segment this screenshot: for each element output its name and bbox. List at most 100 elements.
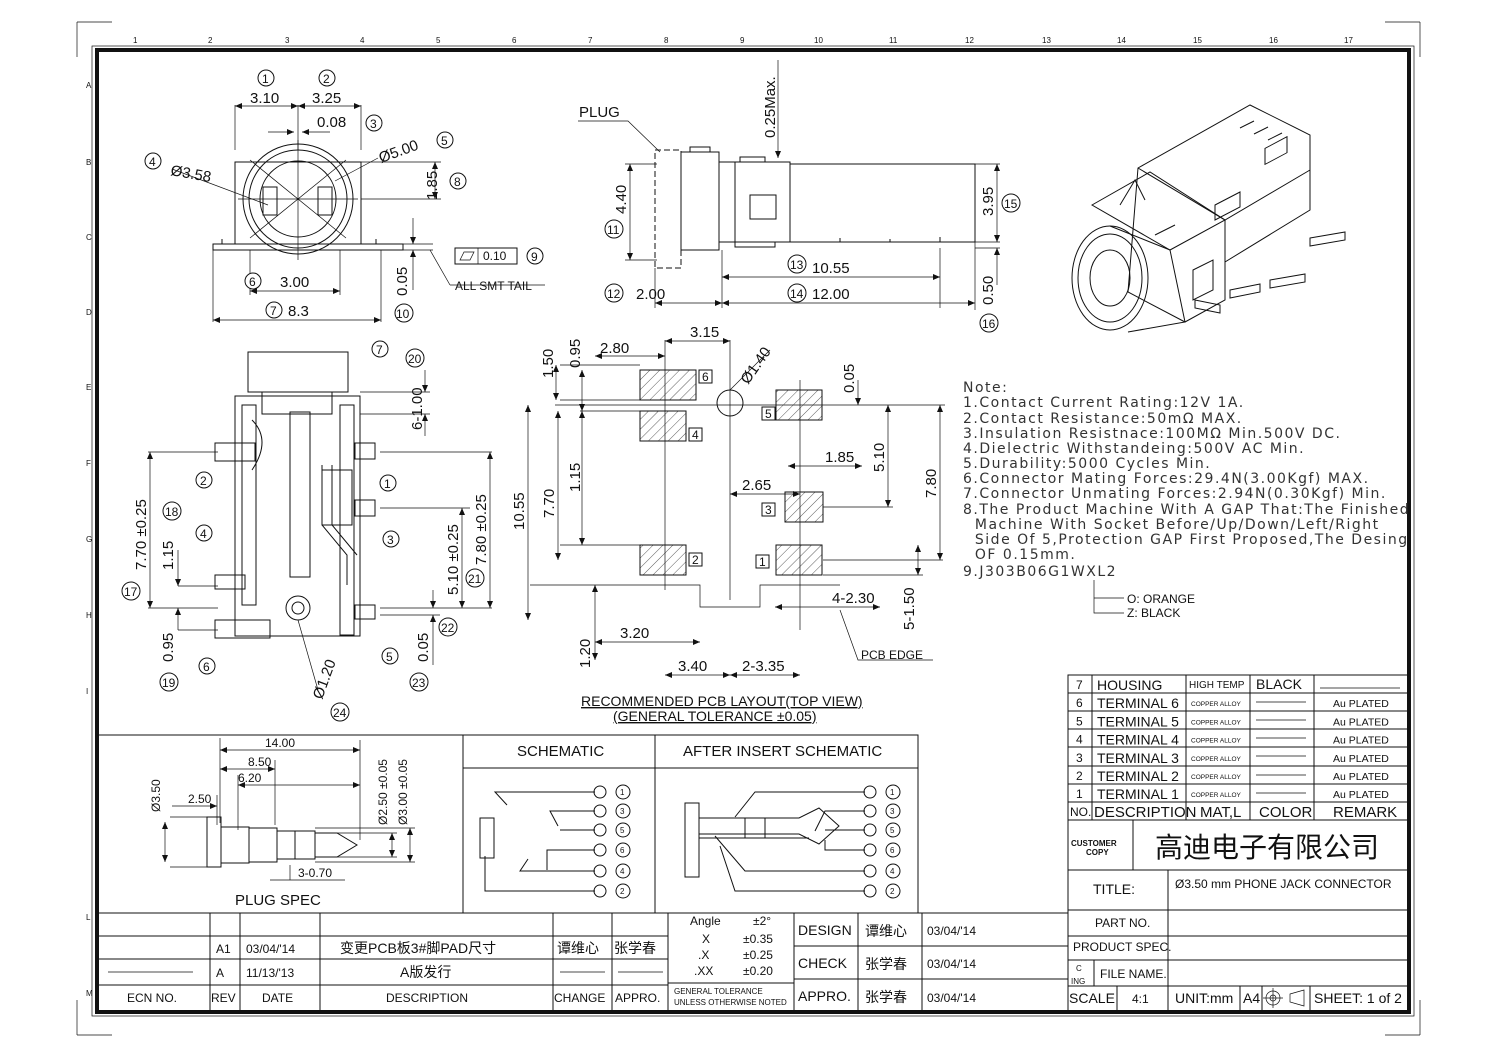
tol-x-value: ±0.35: [743, 932, 773, 946]
pin-label: 4: [890, 867, 895, 876]
dim-label: 0.05: [394, 267, 411, 296]
dim-label: 7.80: [923, 469, 940, 498]
c-ing-label: ING: [1071, 977, 1085, 986]
bom-material: COPPER ALLOY: [1191, 701, 1242, 708]
zone-number: 5: [436, 36, 441, 45]
bom-remark: Au PLATED: [1333, 753, 1389, 765]
callout: 1: [262, 72, 269, 86]
note-line: 8.The Product Machine With A GAP That:Th…: [963, 502, 1410, 518]
note-line: 7.Connector Unmating Forces:2.94N(0.30Kg…: [963, 486, 1387, 502]
dim-label: 3.15: [690, 324, 719, 341]
zone-number: 12: [965, 36, 974, 45]
bom-material: COPPER ALLOY: [1191, 774, 1242, 781]
pad-label: 5: [765, 407, 772, 421]
callout: 16: [982, 317, 996, 331]
dim-label: Ø3.58: [169, 162, 212, 186]
dim-label: 2.80: [600, 340, 629, 357]
bom-description: HOUSING: [1097, 677, 1162, 693]
dim-label: 0.50: [980, 276, 997, 305]
dim-label: 0.10: [483, 249, 507, 263]
note-line: 1.Contact Current Rating:12V 1A.: [963, 395, 1245, 411]
c-ing-label: C: [1076, 964, 1082, 973]
zone-letter: L: [86, 913, 91, 922]
approval-block: Angle ±2° X ±0.35 .X ±0.25 .XX ±0.20 GEN…: [667, 912, 1069, 1013]
sheet-number: SHEET: 1 of 2: [1314, 990, 1402, 1006]
dim-label: 0.25Max.: [762, 76, 779, 138]
bom-remark: Au PLATED: [1333, 716, 1389, 728]
zone-number: 8: [664, 36, 669, 45]
dim-label: 3.40: [678, 658, 707, 675]
pin-label: 5: [890, 826, 895, 835]
dim-label: 1.20: [577, 639, 594, 668]
dim-label: 0.08: [317, 114, 346, 131]
rev-approver: 张学春: [614, 940, 656, 956]
design-label: DESIGN: [798, 922, 852, 938]
tol-x: X: [702, 932, 710, 946]
dim-label: 10.55: [511, 492, 528, 530]
bom-no: 7: [1076, 678, 1083, 692]
dim-label: 1.50: [540, 349, 557, 378]
rev-header: REV: [211, 991, 236, 1005]
bom-header: MAT,L: [1200, 804, 1241, 821]
bom-remark: Au PLATED: [1333, 789, 1389, 801]
callout: 9: [531, 250, 538, 264]
dim-label: 0.05: [841, 364, 858, 393]
bom-description: TERMINAL 1: [1097, 786, 1179, 802]
bottom-view: 6-1.00 7.70 ±0.25 1.15 0.95 5.10 ±0.25 7…: [121, 340, 493, 722]
dim-label: 2.50: [188, 792, 212, 806]
dim-label: 8.3: [288, 303, 309, 320]
zone-letter: A: [86, 81, 92, 90]
zone-letter: G: [86, 535, 92, 544]
notes-title: Note:: [963, 380, 1008, 396]
rev-change: 谭维心: [557, 940, 599, 956]
note-line: 6.Connector Mating Forces:29.4N(3.00Kgf)…: [963, 471, 1370, 487]
bom-header: REMARK: [1333, 804, 1397, 821]
dim-label: 3.95: [980, 187, 997, 216]
dim-label: 2.00: [636, 286, 665, 303]
schematic-title: SCHEMATIC: [517, 743, 604, 760]
bom-no: 2: [1076, 769, 1083, 783]
dim-label: 6.20: [238, 771, 262, 785]
callout: 5: [441, 134, 448, 148]
bom-material: HIGH TEMP: [1189, 680, 1245, 691]
after-insert-title: AFTER INSERT SCHEMATIC: [683, 743, 882, 760]
file-name-label: FILE NAME.: [1100, 967, 1167, 981]
callout: 5: [386, 650, 393, 664]
callout: 3: [387, 533, 394, 547]
bom-material: COPPER ALLOY: [1191, 792, 1242, 799]
note-line: 3.Insulation Resistnace:100MΩ Min.500V D…: [963, 426, 1341, 442]
dim-label: 0.95: [567, 339, 584, 368]
callout: 4: [200, 527, 207, 541]
note-line: OF 0.15mm.: [963, 547, 1076, 563]
callout: 2: [323, 72, 330, 86]
callout: 4: [149, 155, 156, 169]
dim-label: 10.55: [812, 260, 850, 277]
check-date: 03/04/'14: [927, 957, 976, 971]
dim-label: 1.85: [825, 449, 854, 466]
company-name: 高迪电子有限公司: [1155, 832, 1379, 863]
bom-header: DESCRIPTION: [1094, 804, 1197, 821]
zone-letter: D: [86, 308, 92, 317]
unit-label: UNIT:mm: [1175, 990, 1233, 1006]
zone-number: 13: [1042, 36, 1051, 45]
callout: 3: [370, 117, 377, 131]
pcb-caption: RECOMMENDED PCB LAYOUT(TOP VIEW): [581, 693, 863, 709]
paper-size: A4: [1243, 990, 1260, 1006]
dim-label: 5.10 ±0.25: [445, 524, 462, 595]
tol-note: UNLESS OTHERWISE NOTED: [674, 998, 787, 1007]
rev-header: DATE: [262, 991, 293, 1005]
smt-label: ALL SMT TAIL: [455, 279, 532, 293]
callout: 21: [468, 572, 482, 586]
option-orange: O: ORANGE: [1127, 592, 1195, 606]
zone-letter: M: [86, 989, 93, 998]
pcb-layout: 6 4 5 3 2 1 1.50 0.95 2.80 3.15 Ø1.40 0.…: [511, 324, 945, 724]
callout: 14: [790, 287, 804, 301]
side-view: PLUG 0.25Max. 4.40 3.95 10.55 2.00 12.00…: [578, 60, 1021, 333]
rev-description: 变更PCB板3#脚PAD尺寸: [340, 940, 496, 956]
plug-label: PLUG: [579, 104, 620, 121]
pcb-caption: (GENERAL TOLERANCE ±0.05): [613, 708, 817, 724]
dim-label: 3.20: [620, 625, 649, 642]
zone-number: 4: [360, 36, 365, 45]
zone-number: 1: [133, 36, 138, 45]
dim-label: 4-2.30: [832, 590, 875, 607]
